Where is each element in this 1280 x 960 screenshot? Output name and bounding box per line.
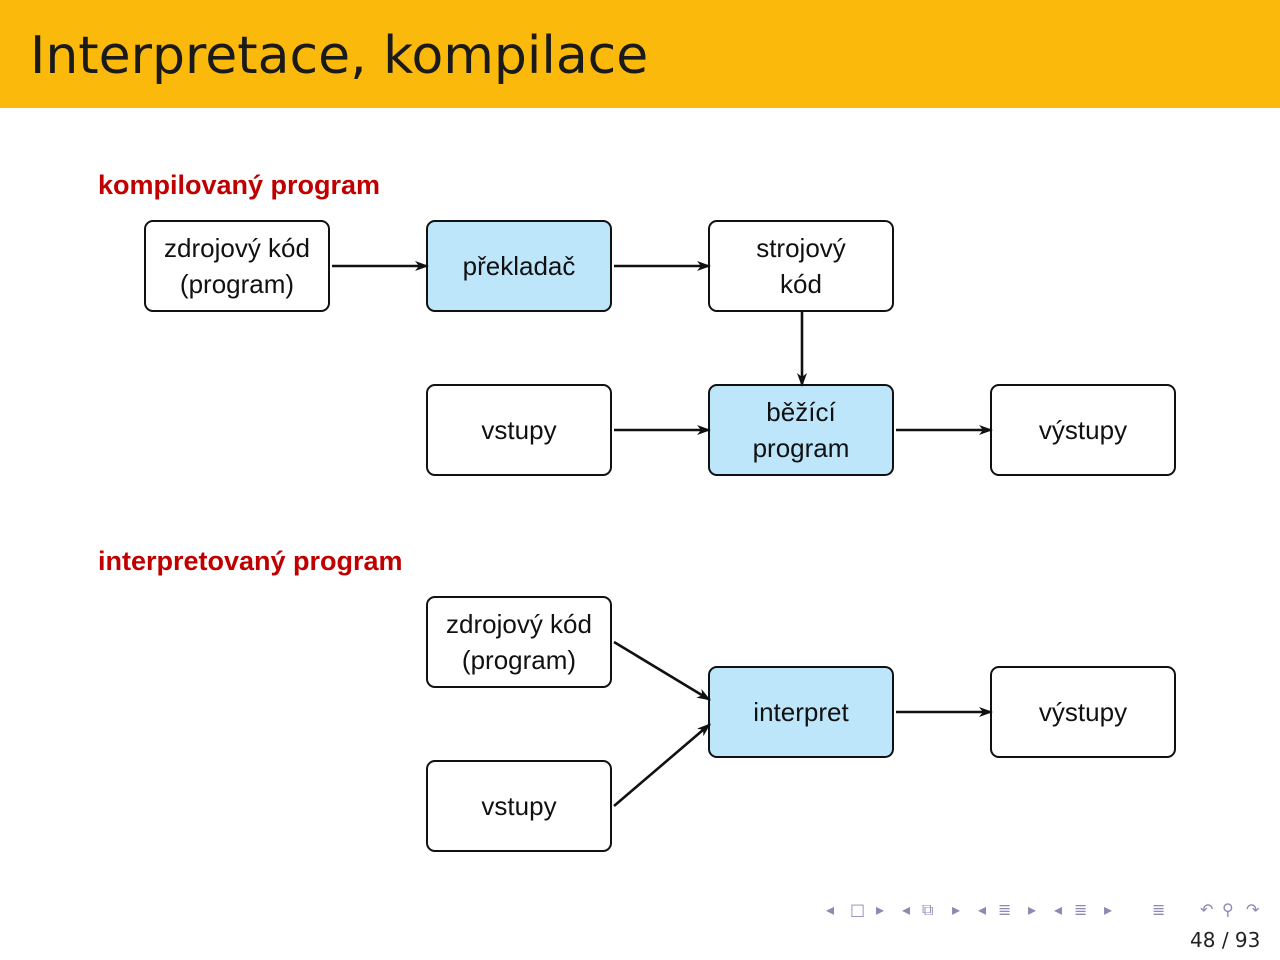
compiled-section-label: kompilovaný program — [98, 170, 381, 200]
title-bar: Interpretace, kompilace — [0, 0, 1280, 108]
interpreted-source-line1: zdrojový kód — [446, 609, 592, 639]
slide-icon[interactable]: ≣ — [1074, 900, 1088, 919]
interpreted-outputs-box: výstupy — [990, 666, 1176, 758]
page-number: 48 / 93 — [1190, 928, 1260, 952]
slide-left-icon[interactable]: ◂ — [1054, 900, 1063, 919]
running-program-line1: běžící — [766, 397, 836, 427]
compiled-inputs-box: vstupy — [426, 384, 612, 476]
toc-icon[interactable]: ≣ — [1152, 900, 1166, 919]
compiled-source-line2: (program) — [179, 269, 295, 299]
interpreted-inputs-label: vstupy — [481, 791, 557, 821]
compiled-outputs-box: výstupy — [990, 384, 1176, 476]
redo-icon[interactable]: ↷ — [1246, 900, 1260, 919]
machine-code-line1: strojový — [756, 233, 846, 263]
machine-code-box: strojový kód — [708, 220, 894, 312]
arrow-inputs-to-interpreter — [613, 723, 711, 807]
compiler-label: překladač — [462, 251, 576, 281]
compiler-box: překladač — [426, 220, 612, 312]
interpreted-source-box: zdrojový kód (program) — [426, 596, 612, 688]
section-icon[interactable]: ⧉ — [922, 900, 934, 919]
frame-icon[interactable]: □ — [850, 900, 866, 919]
section-right-icon[interactable]: ▸ — [952, 900, 961, 919]
interpreted-section-label: interpretovaný program — [98, 546, 403, 576]
slide-title: Interpretace, kompilace — [30, 26, 649, 86]
navigation-bar: ◂ □ ▸ ◂ ⧉ ▸ ◂ ≣ ▸ ◂ ≣ ▸ ≣ ↶ ⚲ ↷ — [826, 900, 1276, 926]
compiled-source-box: zdrojový kód (program) — [144, 220, 330, 312]
slide-right-icon[interactable]: ▸ — [1104, 900, 1113, 919]
arrow-source-to-interpreter — [613, 640, 711, 702]
running-program-line2: program — [752, 433, 850, 463]
search-icon[interactable]: ⚲ — [1222, 900, 1234, 919]
interpreter-box: interpret — [708, 666, 894, 758]
nav-left-icon[interactable]: ◂ — [826, 900, 835, 919]
machine-code-line2: kód — [780, 269, 822, 299]
compiled-outputs-label: výstupy — [1038, 415, 1128, 445]
subsection-right-icon[interactable]: ▸ — [1028, 900, 1037, 919]
page-total: 93 — [1234, 928, 1261, 952]
interpreted-outputs-label: výstupy — [1038, 697, 1128, 727]
undo-icon[interactable]: ↶ — [1200, 900, 1214, 919]
compiled-source-line1: zdrojový kód — [164, 233, 310, 263]
subsection-left-icon[interactable]: ◂ — [978, 900, 987, 919]
page-separator: / — [1221, 928, 1229, 952]
interpreter-label: interpret — [753, 697, 849, 727]
section-left-icon[interactable]: ◂ — [902, 900, 911, 919]
interpreted-inputs-box: vstupy — [426, 760, 612, 852]
subsection-icon[interactable]: ≣ — [998, 900, 1012, 919]
page-current: 48 — [1190, 928, 1216, 952]
running-program-box: běžící program — [708, 384, 894, 476]
interpreted-source-line2: (program) — [461, 645, 577, 675]
nav-right-icon[interactable]: ▸ — [876, 900, 885, 919]
compiled-inputs-label: vstupy — [481, 415, 557, 445]
